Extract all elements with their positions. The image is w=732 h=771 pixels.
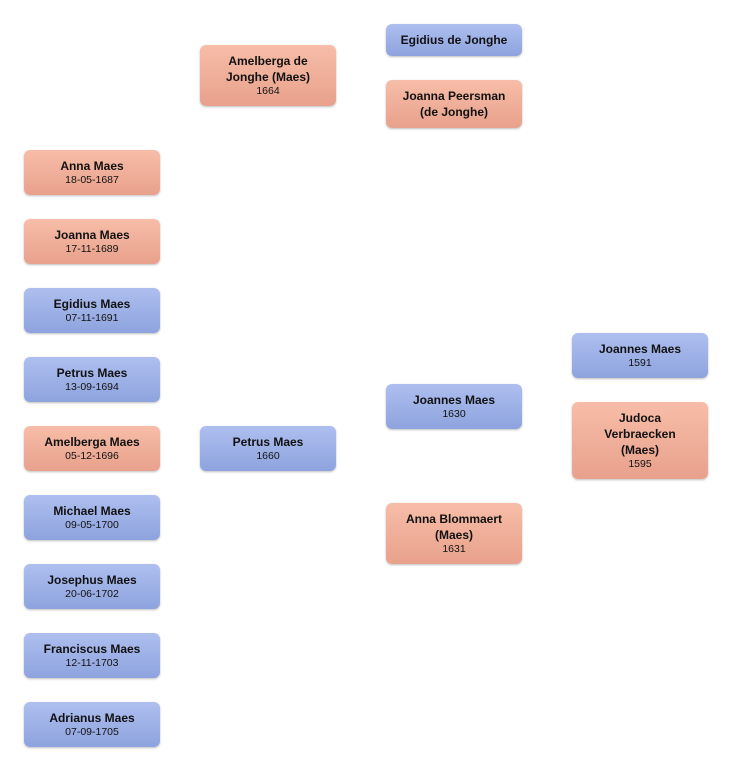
person-date: 1631 (442, 543, 466, 555)
great-grandfather-joannes-maes[interactable]: Joannes Maes 1591 (572, 333, 708, 378)
child-amelberga-maes[interactable]: Amelberga Maes 05-12-1696 (24, 426, 160, 471)
person-name: Petrus Maes (232, 435, 304, 449)
child-adrianus-maes[interactable]: Adrianus Maes 07-09-1705 (24, 702, 160, 747)
person-name: Egidius Maes (53, 297, 131, 311)
person-name: Adrianus Maes (49, 711, 135, 725)
paternal-grandfather-joannes-maes[interactable]: Joannes Maes 1630 (386, 384, 522, 429)
person-date: 1660 (256, 450, 280, 462)
person-date: 12-11-1703 (65, 657, 119, 669)
child-egidius-maes[interactable]: Egidius Maes 07-11-1691 (24, 288, 160, 333)
person-date: 1595 (628, 458, 652, 470)
mother-amelberga-de-jonghe[interactable]: Amelberga de Jonghe (Maes) 1664 (200, 45, 336, 106)
maternal-grandmother-joanna-peersman[interactable]: Joanna Peersman (de Jonghe) (386, 80, 522, 128)
person-name: Petrus Maes (56, 366, 128, 380)
person-name: Judoca Verbraecken (Maes) (604, 411, 676, 457)
person-date: 07-11-1691 (65, 312, 119, 324)
person-date: 07-09-1705 (65, 726, 119, 738)
person-date: 1591 (628, 357, 652, 369)
person-date: 09-05-1700 (65, 519, 119, 531)
person-date: 13-09-1694 (65, 381, 119, 393)
father-petrus-maes[interactable]: Petrus Maes 1660 (200, 426, 336, 471)
person-date: 1664 (256, 85, 280, 97)
person-name: Joanna Maes (54, 228, 130, 242)
person-date: 18-05-1687 (65, 174, 119, 186)
person-name: Joannes Maes (598, 342, 682, 356)
maternal-grandfather-egidius-de-jonghe[interactable]: Egidius de Jonghe (386, 24, 522, 56)
person-name: Franciscus Maes (43, 642, 141, 656)
great-grandmother-judoca-verbraecken[interactable]: Judoca Verbraecken (Maes) 1595 (572, 402, 708, 479)
person-date: 17-11-1689 (65, 243, 119, 255)
person-name: Josephus Maes (47, 573, 137, 587)
person-name: Anna Blommaert (Maes) (405, 512, 503, 542)
person-date: 20-06-1702 (65, 588, 119, 600)
person-name: Amelberga Maes (44, 435, 140, 449)
child-anna-maes[interactable]: Anna Maes 18-05-1687 (24, 150, 160, 195)
person-name: Egidius de Jonghe (400, 33, 508, 47)
paternal-grandmother-anna-blommaert[interactable]: Anna Blommaert (Maes) 1631 (386, 503, 522, 564)
child-josephus-maes[interactable]: Josephus Maes 20-06-1702 (24, 564, 160, 609)
person-date: 1630 (442, 408, 466, 420)
person-date: 05-12-1696 (65, 450, 119, 462)
person-name: Anna Maes (60, 159, 124, 173)
child-joanna-maes[interactable]: Joanna Maes 17-11-1689 (24, 219, 160, 264)
child-franciscus-maes[interactable]: Franciscus Maes 12-11-1703 (24, 633, 160, 678)
person-name: Amelberga de Jonghe (Maes) (225, 54, 310, 84)
person-name: Joanna Peersman (de Jonghe) (402, 89, 506, 119)
child-michael-maes[interactable]: Michael Maes 09-05-1700 (24, 495, 160, 540)
person-name: Michael Maes (53, 504, 131, 518)
person-name: Joannes Maes (412, 393, 496, 407)
child-petrus-maes[interactable]: Petrus Maes 13-09-1694 (24, 357, 160, 402)
